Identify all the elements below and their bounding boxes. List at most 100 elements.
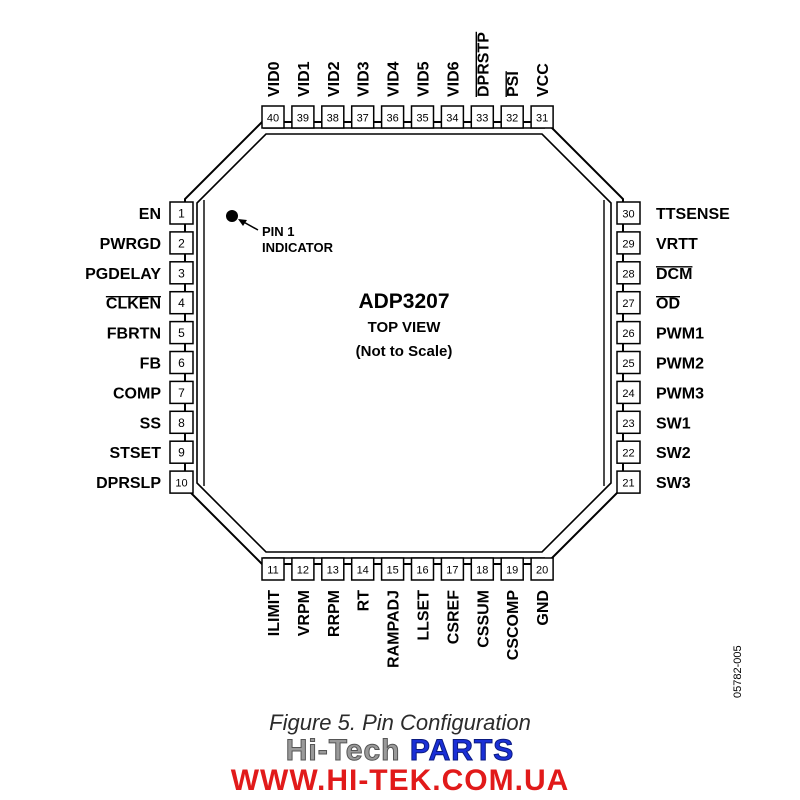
pin-name: SS xyxy=(140,415,162,432)
pin-box xyxy=(169,350,194,375)
pin-30: 30 TTSENSE xyxy=(616,201,730,225)
pin-box xyxy=(350,557,375,581)
pin-number: 21 xyxy=(622,478,634,490)
pin-33: 33 DPRSTP xyxy=(470,31,495,129)
pin-25: 25 PWM2 xyxy=(616,350,704,375)
pin-name: DCM xyxy=(656,266,692,283)
pin-number: 34 xyxy=(446,113,458,125)
pin-number: 11 xyxy=(267,565,278,577)
pin-name: SW1 xyxy=(656,415,691,432)
pin-name: VRTT xyxy=(656,236,698,253)
pin-number: 36 xyxy=(386,113,398,125)
pin-6: 6FB xyxy=(140,350,194,375)
pin-name: TTSENSE xyxy=(656,206,730,223)
pin-number: 6 xyxy=(178,356,185,370)
watermark-brand: Hi-Tech PARTS xyxy=(0,734,800,768)
chip-body-inner xyxy=(196,133,612,553)
pin-box xyxy=(616,380,641,405)
pin-name: VID2 xyxy=(326,61,343,97)
pin-number: 37 xyxy=(357,113,369,125)
pin-box xyxy=(440,105,465,129)
pin-box xyxy=(169,320,194,345)
pin-box xyxy=(169,261,194,285)
pin-number: 35 xyxy=(416,113,428,125)
pin-box xyxy=(380,105,405,129)
pin-number: 14 xyxy=(357,565,369,577)
pin-box xyxy=(169,470,194,494)
pin-box xyxy=(169,440,194,464)
pin-box xyxy=(169,201,194,225)
pin-box xyxy=(500,557,524,581)
pin-name: PWM3 xyxy=(656,385,704,402)
pin-name: RT xyxy=(356,590,373,612)
pin-number: 12 xyxy=(297,565,309,577)
pin-number: 38 xyxy=(327,113,339,125)
pin-box xyxy=(169,290,194,315)
pin-box xyxy=(169,380,194,405)
pin-number: 7 xyxy=(178,386,185,400)
pin-name: VID5 xyxy=(416,61,433,97)
pin-number: 5 xyxy=(178,326,185,340)
pin-number: 27 xyxy=(622,298,634,310)
pin-box xyxy=(380,557,405,581)
pin-name: VID6 xyxy=(445,61,462,97)
pin-number: 9 xyxy=(178,446,185,460)
pin-number: 16 xyxy=(416,565,428,577)
pin-name: DPRSLP xyxy=(96,475,161,492)
pin-name: PWRGD xyxy=(100,236,161,253)
pin-box xyxy=(470,557,495,581)
pin-box xyxy=(616,350,641,375)
pin-number: 20 xyxy=(536,565,548,577)
pin-name: PWM2 xyxy=(656,356,704,373)
watermark-brand-part1: Hi-Tech xyxy=(285,734,410,768)
pin-32: 32 PSI xyxy=(500,71,524,129)
pin-number: 1 xyxy=(178,207,185,221)
pin-name: STSET xyxy=(109,445,161,462)
pin-name: VID3 xyxy=(356,61,373,97)
pin-34: 34 VID6 xyxy=(440,61,465,129)
pin-name: DPRSTP xyxy=(475,32,492,97)
pin-9: 9 STSET xyxy=(109,440,194,464)
pin-name: GND xyxy=(535,590,552,626)
pin-number: 4 xyxy=(178,296,185,310)
chip-view-label: TOP VIEW xyxy=(368,319,442,336)
pin-number: 33 xyxy=(476,113,488,125)
pin-number: 3 xyxy=(178,266,185,280)
pin-number: 18 xyxy=(476,565,488,577)
pin-number: 30 xyxy=(622,209,634,221)
pin-number: 32 xyxy=(506,113,518,125)
pin-box xyxy=(410,105,435,129)
pin-name: VRPM xyxy=(296,590,313,636)
pin-box xyxy=(616,410,641,435)
pin-number: 15 xyxy=(386,565,398,577)
pin-number: 28 xyxy=(622,268,634,280)
pin-number: 10 xyxy=(175,478,187,490)
pin-name: PSI xyxy=(505,71,522,97)
pin-box xyxy=(616,290,641,315)
pin-name: VCC xyxy=(535,63,552,97)
pin1-indicator-label-line2: INDICATOR xyxy=(262,240,334,255)
pin-box xyxy=(530,105,554,129)
pin-box xyxy=(169,410,194,435)
pin-number: 25 xyxy=(622,358,634,370)
pin-box xyxy=(530,557,554,581)
pin-box xyxy=(616,201,641,225)
